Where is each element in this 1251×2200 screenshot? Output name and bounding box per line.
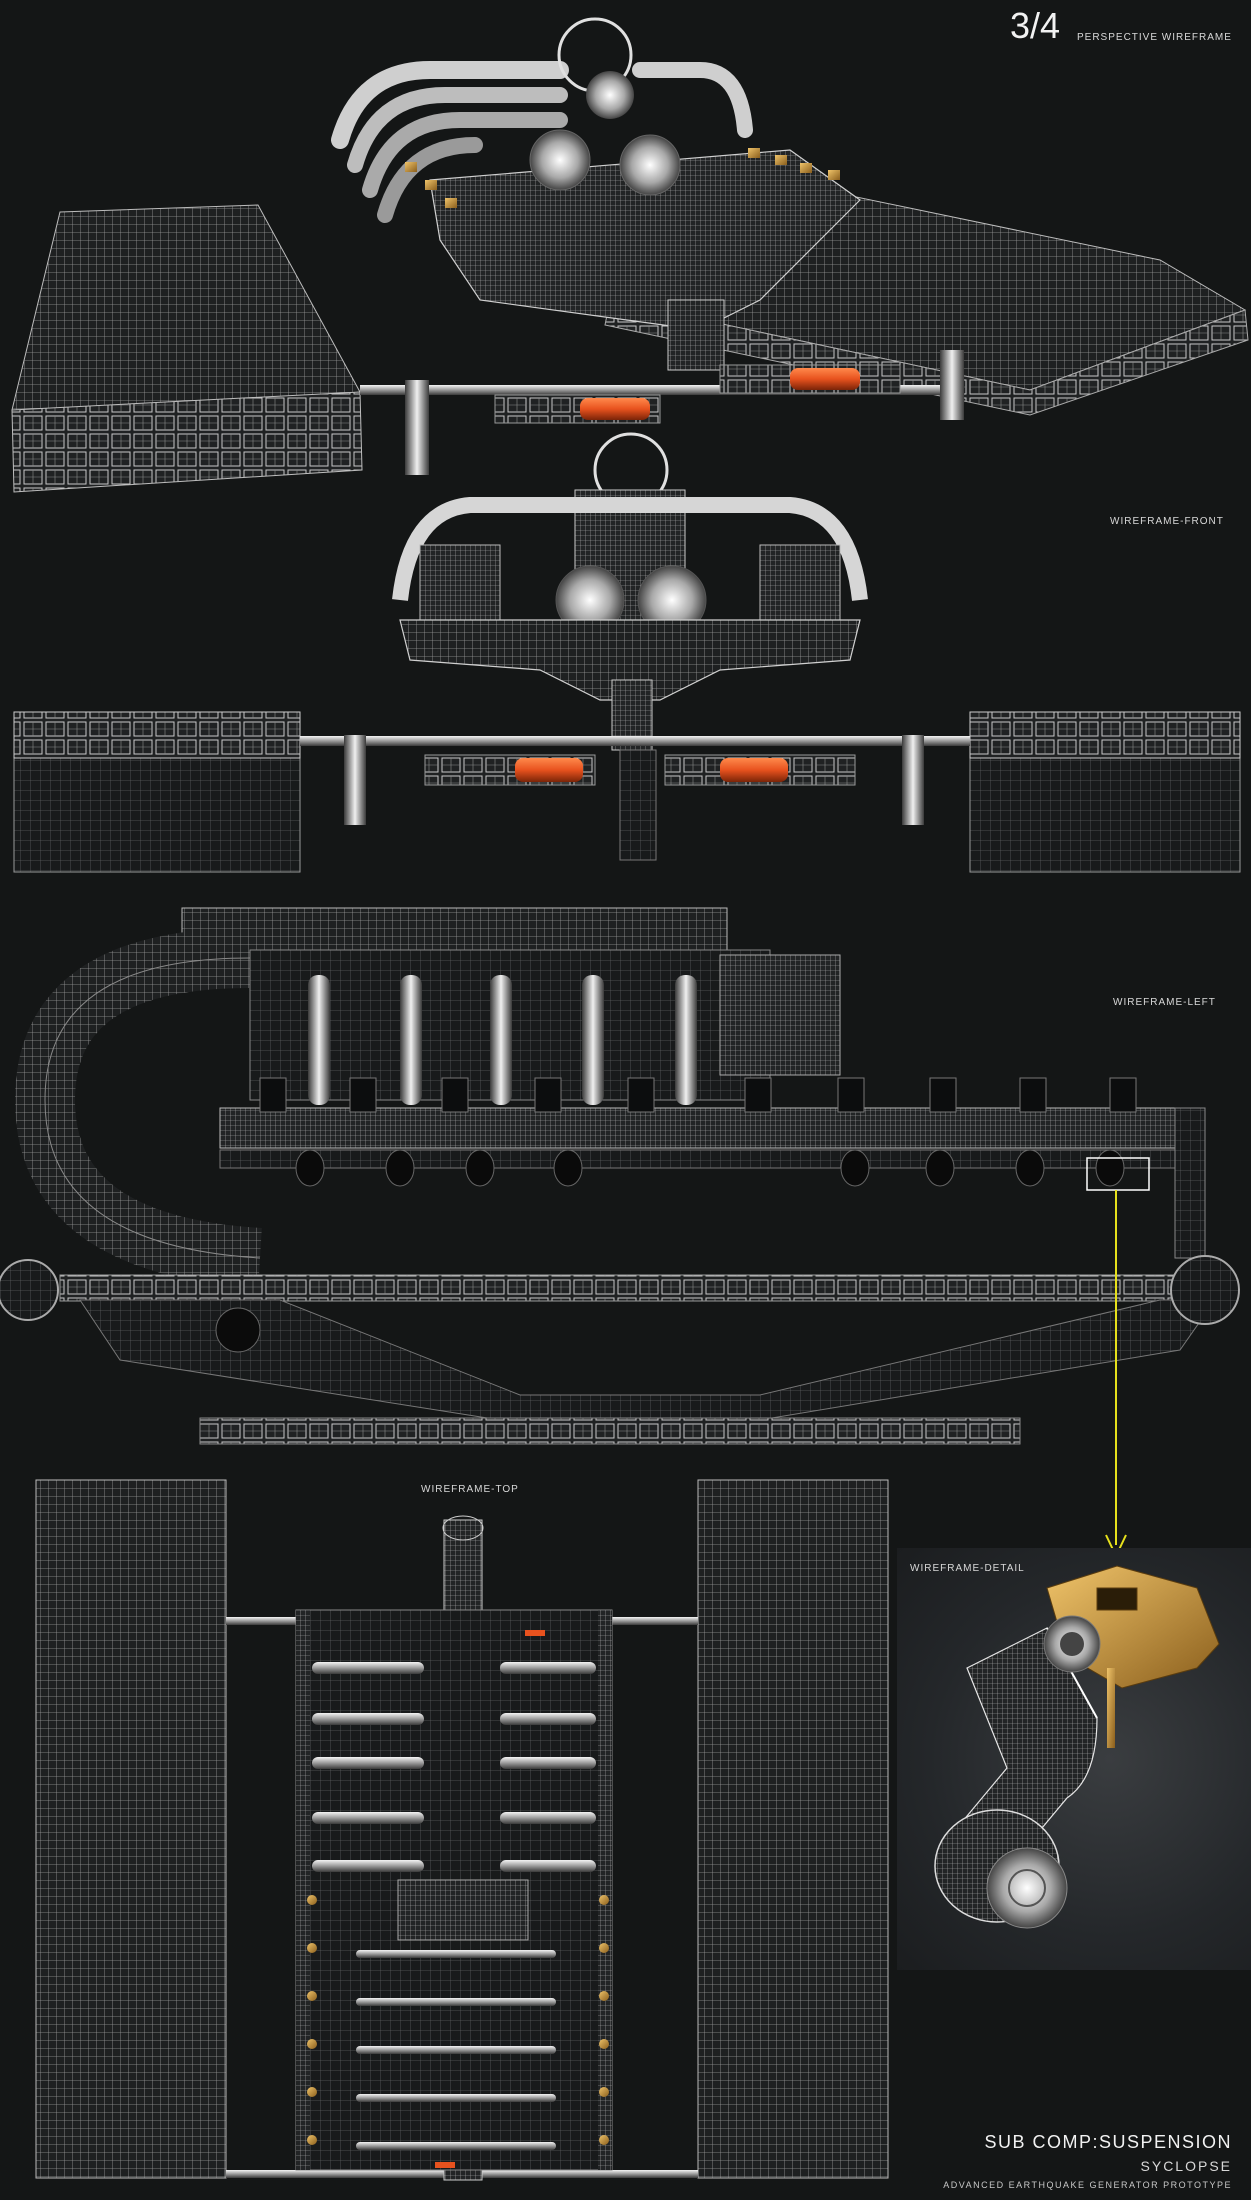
top-view xyxy=(35,1479,889,2181)
page-number: 3/4 xyxy=(1010,5,1061,46)
footer-title: SUB COMP:SUSPENSION xyxy=(984,2132,1232,2152)
front-view-label: WIREFRAME-FRONT xyxy=(1110,516,1224,527)
left-view-label: WIREFRAME-LEFT xyxy=(1113,997,1216,1008)
detail-panel xyxy=(897,1548,1251,1970)
perspective-view xyxy=(11,17,1249,493)
footer-subtitle: SYCLOPSE xyxy=(1140,2158,1232,2174)
top-view-label: WIREFRAME-TOP xyxy=(421,1484,519,1495)
page-subtitle: PERSPECTIVE WIREFRAME xyxy=(1077,32,1232,43)
suspension-arm-detail xyxy=(934,1565,1220,1929)
detail-view-label: WIREFRAME-DETAIL xyxy=(910,1563,1025,1574)
left-view xyxy=(0,907,1240,1445)
front-view xyxy=(13,432,1241,873)
detail-callout-arrow xyxy=(1105,1190,1127,1559)
footer-caption: ADVANCED EARTHQUAKE GENERATOR PROTOTYPE xyxy=(943,2180,1232,2190)
